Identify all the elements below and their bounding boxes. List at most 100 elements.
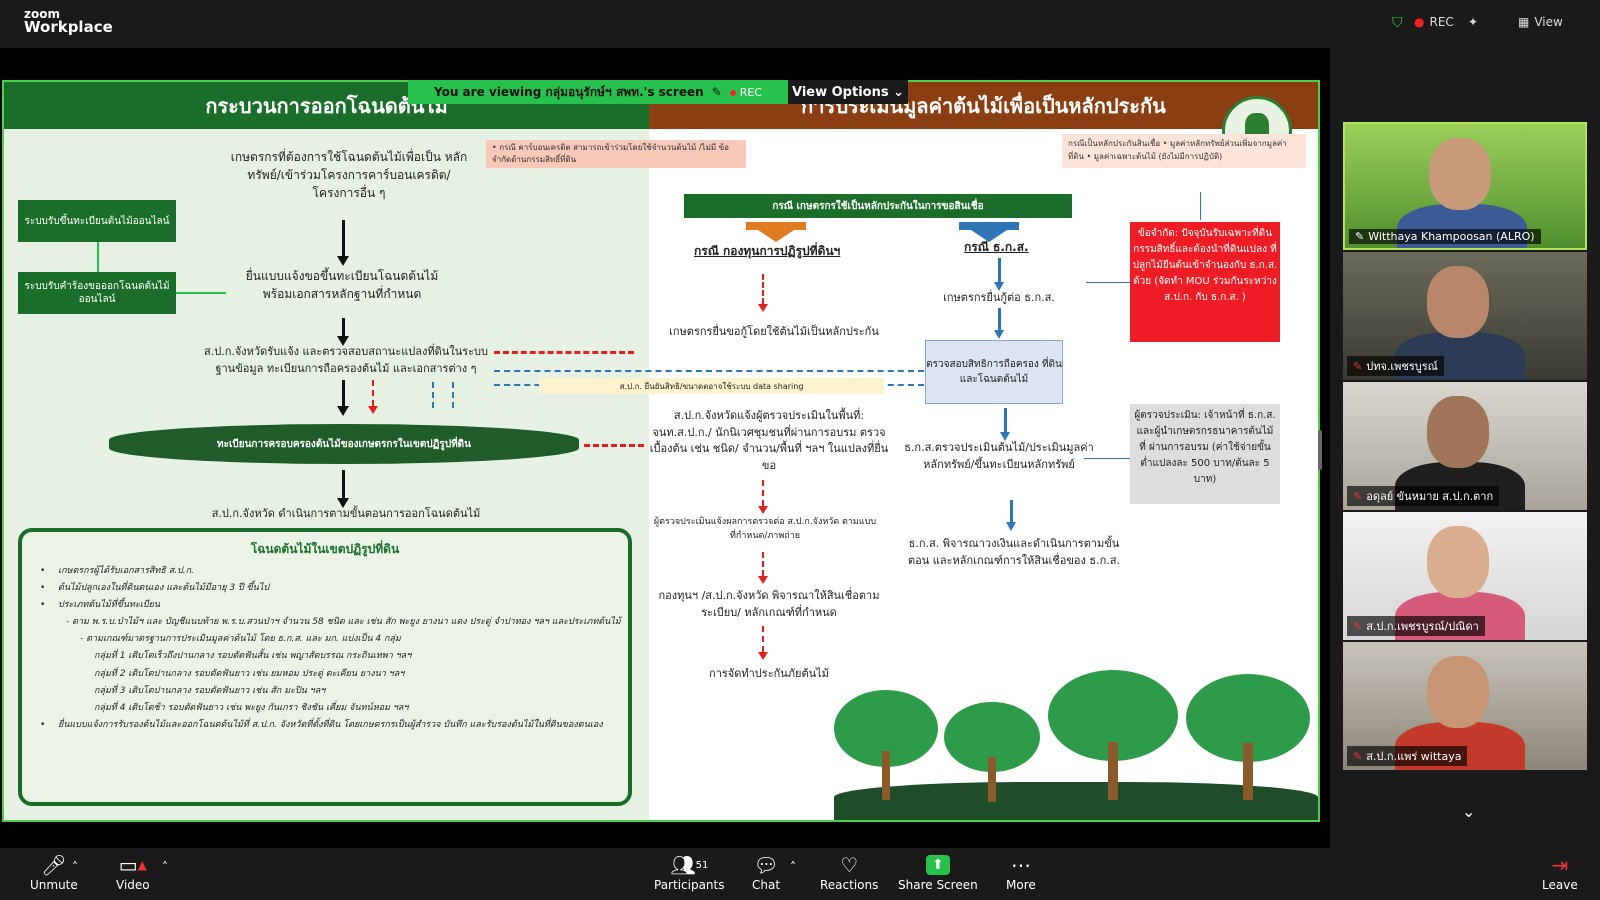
- online-register-box: ระบบรับขึ้นทะเบียนต้นไม้ออนไลน์: [18, 200, 176, 242]
- baac-check-box: ตรวจสอบสิทธิการถือครอง ที่ดินและโฉนดต้นไ…: [925, 340, 1063, 404]
- heart-icon: ♡: [840, 853, 859, 877]
- participant-name: อดุลย์ ขันหมาย ส.ป.ก.ตาก: [1366, 490, 1494, 503]
- blue-line: [1200, 192, 1201, 220]
- leave-button[interactable]: ⇥Leave: [1542, 852, 1578, 892]
- pin-icon: ✎: [711, 85, 722, 99]
- card-title: โฉนดต้นไม้ในเขตปฏิรูปที่ดิน: [250, 542, 400, 556]
- video-button[interactable]: ▭▲Video: [116, 852, 150, 892]
- red-dashed-arrow: [758, 274, 768, 312]
- blue-arrow: [994, 258, 1004, 291]
- participant-name: ส.ป.ก.เพชรบูรณ์/ปณิดา: [1366, 620, 1479, 633]
- red-dashed-arrow: [758, 552, 768, 584]
- blue-dashed-line: [494, 370, 924, 372]
- chat-button[interactable]: 💬︎Chat: [752, 852, 780, 892]
- unmute-label: Unmute: [30, 878, 78, 892]
- fund-heading: กรณี กองทุนการปฏิรูปที่ดินฯ: [694, 244, 841, 258]
- video-off-icon: ▭▲: [118, 853, 147, 877]
- card-group: กลุ่มที่ 3 เติบโตปานกลาง รอบตัดฟันยาว เช…: [94, 685, 326, 696]
- reactions-button[interactable]: ♡Reactions: [820, 852, 878, 892]
- intro-text: เกษตรกรที่ต้องการใช้โฉนดต้นไม้เพื่อเป็น …: [230, 150, 468, 200]
- participant-name: Witthaya Khampoosan (ALRO): [1368, 230, 1535, 243]
- tree-icon: [834, 690, 938, 800]
- viewing-label: You are viewing กลุ่มอนุรักษ์ฯ สพท.'s sc…: [434, 84, 704, 99]
- unmute-button[interactable]: 🎤︎Unmute: [30, 852, 78, 892]
- red-dashed-arrow: [368, 380, 378, 414]
- mic-muted-icon: 🎤︎: [41, 853, 67, 877]
- mic-muted-icon: ✎: [1353, 619, 1363, 633]
- view-button[interactable]: ▦ View: [1518, 15, 1563, 29]
- baac-step2: ธ.ก.ส.ตรวจประเมินต้นไม้/ประเมินมูลค่า หล…: [904, 441, 1094, 471]
- tree-icon: [1048, 670, 1178, 800]
- more-icon: ⋯: [1010, 853, 1031, 877]
- step-submit: ยื่นแบบแจ้งขอขึ้นทะเบียนโฉนดต้นไม้ พร้อม…: [245, 269, 439, 301]
- leave-label: Leave: [1542, 878, 1578, 892]
- view-options-button[interactable]: View Options ⌄: [788, 80, 908, 104]
- blue-arrow: [1006, 500, 1016, 531]
- mic-muted-icon: ✎: [1353, 749, 1363, 763]
- participant-tile[interactable]: ✎ปทจ.เพชรบูรณ์: [1343, 252, 1587, 380]
- participant-tile[interactable]: ✎ส.ป.ก.เพชรบูรณ์/ปณิดา: [1343, 512, 1587, 640]
- participant-name: ส.ป.ก.แพร่ wittaya: [1366, 750, 1462, 763]
- zoom-logo: zoom Workplace: [24, 8, 113, 35]
- online-request-box: ระบบรับคำร้องขอออกโฉนดต้นไม้ออนไลน์: [18, 272, 176, 314]
- mic-muted-icon: ✎: [1353, 359, 1363, 373]
- card-paragraph: - ตาม พ.ร.บ.ป่าไม้ฯ และ บัญชีแนบท้าย พ.ร…: [66, 617, 621, 628]
- blue-arrow: [1000, 408, 1010, 441]
- leave-icon: ⇥: [1551, 853, 1569, 877]
- carbon-note: • กรณี คาร์บอนเครดิต สามารถเข้าร่วมโดยใช…: [486, 140, 746, 168]
- recording-indicator[interactable]: ●REC: [1414, 15, 1454, 29]
- view-label: View: [1534, 15, 1563, 29]
- tree-icon: [1186, 674, 1310, 800]
- chat-options-caret[interactable]: ˄: [790, 860, 796, 874]
- step-proceed: ส.ป.ก.จังหวัด ดำเนินการตามขั้นตอนการออกโ…: [211, 507, 481, 520]
- video-label: Video: [116, 878, 150, 892]
- video-options-caret[interactable]: ˄: [162, 860, 168, 874]
- card-bullet: ประเภทต้นไม้ที่ขึ้นทะเบียน: [22, 597, 628, 614]
- security-shield-icon[interactable]: ⛉: [1392, 15, 1403, 31]
- fund-step3: ผู้ตรวจประเมินแจ้งผลการตรวจต่อ ส.ป.ก.จัง…: [653, 517, 877, 541]
- fund-step2: ส.ป.ก.จังหวัดแจ้งผู้ตรวจประเมินในพื้นที่…: [649, 409, 889, 472]
- panel-resize-handle[interactable]: [1318, 430, 1322, 470]
- participant-tile[interactable]: ✎Witthaya Khampoosan (ALRO): [1343, 122, 1587, 250]
- collateral-note: กรณีเป็นหลักประกันสินเชื่อ • มูลค่าหลักท…: [1062, 134, 1306, 168]
- viewing-banner: You are viewing กลุ่มอนุรักษ์ฯ สพท.'s sc…: [408, 80, 788, 104]
- card-bullet: ยื่นแบบแจ้งการรับรองต้นไม้และออกโฉนดต้นไ…: [22, 717, 628, 734]
- blue-dashed-arrow: [452, 382, 454, 408]
- reactions-label: Reactions: [820, 878, 879, 892]
- step-check: ส.ป.ก.จังหวัดรับแจ้ง และตรวจสอบสถานะแปลง…: [204, 345, 488, 375]
- sparkle-icon[interactable]: ✦: [1468, 15, 1479, 29]
- down-arrow: [337, 380, 349, 416]
- blue-arrow: [994, 308, 1004, 339]
- chat-icon: 💬︎: [753, 853, 779, 877]
- baac-step3: ธ.ก.ส. พิจารณาวงเงินและดำเนินการตามขั้นต…: [908, 537, 1120, 567]
- card-bullet: เกษตรกรผู้ได้รับเอกสารสิทธิ ส.ป.ก.: [22, 563, 628, 580]
- view-options-label: View Options: [791, 84, 889, 100]
- red-dashed-arrow: [758, 480, 768, 514]
- gallery-chevron-down-icon[interactable]: ⌄: [1462, 802, 1476, 821]
- top-bar: zoom Workplace ⛉ ●REC ✦ ▦ View: [0, 0, 1600, 48]
- participants-label: Participants: [654, 878, 725, 892]
- card-group: กลุ่มที่ 2 เติบโตปานกลาง รอบตัดฟันยาว เช…: [94, 668, 405, 679]
- baac-step1: เกษตรกรยื่นกู้ต่อ ธ.ก.ส.: [943, 291, 1055, 304]
- participant-tile[interactable]: ✎อดุลย์ ขันหมาย ส.ป.ก.ตาก: [1343, 382, 1587, 510]
- data-sharing-note: ส.ป.ก. ยืนยันสิทธิ/ขนาดตอาจใช้ระบบ data …: [539, 378, 884, 394]
- participants-count: 51: [695, 859, 709, 871]
- down-arrow: [337, 470, 349, 508]
- share-screen-button[interactable]: ⬆Share Screen: [898, 852, 978, 892]
- chat-label: Chat: [752, 878, 781, 892]
- mic-muted-icon: ✎: [1353, 489, 1363, 503]
- logo-line2: Workplace: [24, 18, 113, 36]
- audio-options-caret[interactable]: ˄: [72, 860, 78, 874]
- fund-step4: กองทุนฯ /ส.ป.ก.จังหวัด พิจารณาให้สินเชื่…: [658, 589, 880, 619]
- blue-line: [1084, 458, 1130, 459]
- rec-label: REC: [1429, 15, 1454, 29]
- chevron-down-icon: ⌄: [893, 84, 905, 100]
- more-button[interactable]: ⋯More: [1006, 852, 1036, 892]
- down-arrow: [337, 220, 349, 266]
- participant-tile[interactable]: ✎ส.ป.ก.แพร่ wittaya: [1343, 642, 1587, 770]
- view-grid-icon: ▦: [1518, 15, 1530, 29]
- fund-step5: การจัดทำประกันภัยต้นไม้: [709, 667, 829, 680]
- red-dashed-line: [494, 351, 634, 354]
